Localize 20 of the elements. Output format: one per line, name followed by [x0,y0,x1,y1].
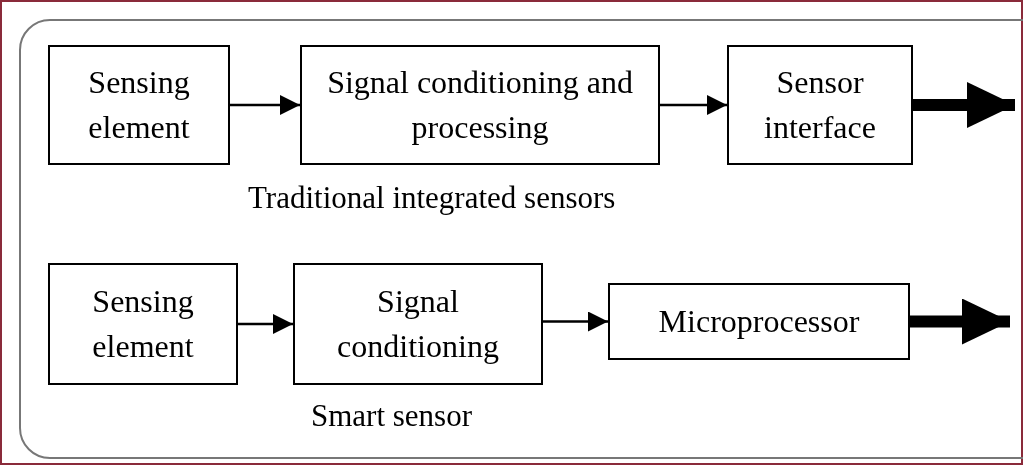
process-box [48,263,238,385]
process-box [300,45,660,165]
caption: Traditional integrated sensors [248,180,616,216]
arrow [230,95,300,115]
box-label: Sensor interface [763,63,877,147]
arrow [543,311,608,332]
arrow [910,298,1010,345]
arrow [238,314,293,334]
box-label: Signal conditioning [336,282,500,366]
process-box [48,45,230,165]
arrow [913,82,1015,128]
box-label: Sensing element [91,282,195,366]
box-label: Microprocessor [658,302,860,342]
caption: Smart sensor [311,398,472,434]
arrow [660,95,727,115]
process-box [727,45,913,165]
box-label: Signal conditioning and processing [326,63,634,147]
process-box [608,283,910,360]
box-label: Sensing element [87,63,191,147]
process-box [293,263,543,385]
